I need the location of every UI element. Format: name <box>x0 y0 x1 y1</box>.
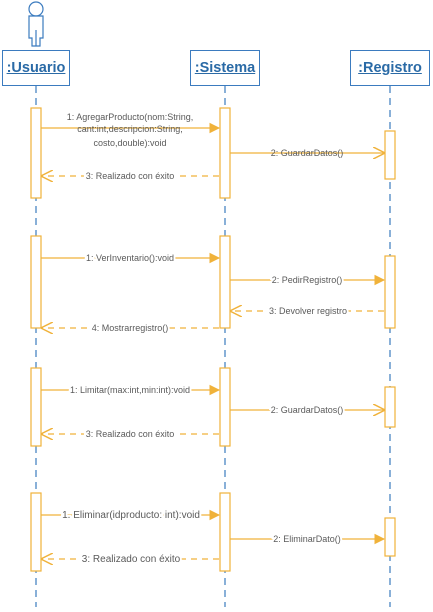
activation-usuario-3 <box>30 367 42 447</box>
activation-usuario-1 <box>30 107 42 199</box>
message-label-limitar: 1: Limitar(max:int,min:int):void <box>70 385 190 395</box>
message-label-pedirregistro: 2: PedirRegistro() <box>272 275 343 285</box>
activation-usuario-2 <box>30 235 42 329</box>
activation-sistema-3 <box>219 367 231 447</box>
message-label-guardar-1: 2: GuardarDatos() <box>271 148 344 158</box>
message-label-agregar-3: costo,double):void <box>93 138 166 148</box>
activation-usuario-4 <box>30 492 42 572</box>
activation-sistema-1 <box>219 107 231 199</box>
activation-registro-1 <box>384 130 396 180</box>
message-label-agregar-2: cant:int,descripcion:String, <box>77 124 183 134</box>
message-label-devolver: 3: Devolver registro <box>269 306 347 316</box>
lifeline-usuario-box: :Usuario <box>2 50 70 86</box>
activation-sistema-4 <box>219 492 231 572</box>
lifeline-registro-label: :Registro <box>358 60 422 76</box>
message-label-guardar-2: 2: GuardarDatos() <box>271 405 344 415</box>
actor-icon <box>28 1 44 47</box>
activation-registro-3 <box>384 386 396 428</box>
message-label-eliminar: 1. Eliminar(idproducto: int):void <box>62 510 200 521</box>
lifeline-usuario-label: :Usuario <box>6 60 66 76</box>
message-label-verinventario: 1: VerInventario():void <box>86 253 174 263</box>
activation-registro-2 <box>384 255 396 329</box>
message-label-eliminardato: 2: EliminarDato() <box>273 534 341 544</box>
message-label-mostrar: 4: Mostrarregistro() <box>92 323 169 333</box>
message-label-realizado-3: 3: Realizado con éxito <box>82 554 181 565</box>
message-label-agregar-1: 1: AgregarProducto(nom:String, <box>67 112 194 122</box>
lifeline-sistema-label: :Sistema <box>194 60 256 76</box>
message-label-realizado-1: 3: Realizado con éxito <box>86 171 175 181</box>
lifeline-sistema-box: :Sistema <box>190 50 260 86</box>
message-label-realizado-2: 3: Realizado con éxito <box>86 429 175 439</box>
activation-sistema-2 <box>219 235 231 329</box>
activation-registro-4 <box>384 517 396 557</box>
lifeline-registro-box: :Registro <box>350 50 430 86</box>
